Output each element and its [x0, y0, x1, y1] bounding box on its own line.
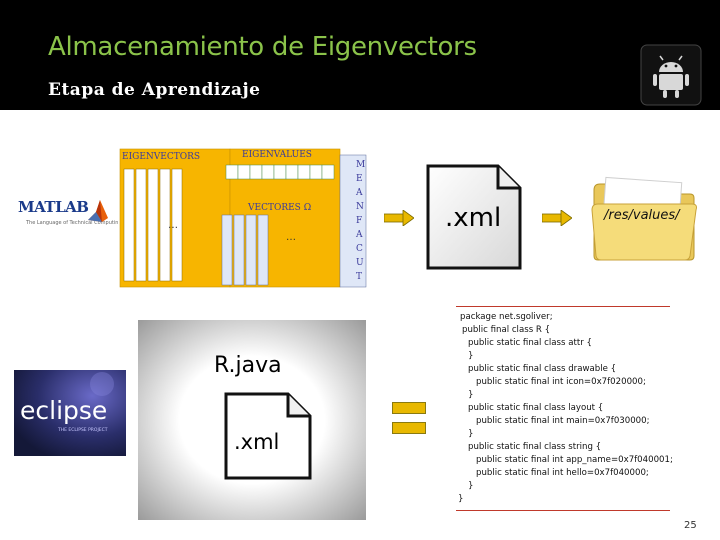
- eigenvectors-label: EIGENVECTORS: [122, 152, 201, 162]
- side-letter: N: [356, 202, 364, 212]
- matlab-logo-text: MATLAB: [18, 198, 89, 216]
- equals-bar-top: [392, 402, 426, 414]
- code-line: package net.sgoliver;: [460, 312, 553, 322]
- vectores-label: VECTORES Ω: [248, 203, 312, 213]
- side-letter: C: [356, 244, 363, 254]
- code-line: }: [458, 494, 464, 504]
- xml-document-icon: [224, 392, 312, 480]
- code-line: public static final class attr {: [468, 338, 592, 348]
- code-line: public static final int main=0x7f030000;: [476, 416, 650, 426]
- xml-document-icon: [426, 164, 522, 270]
- vectores-ellipsis: …: [286, 232, 296, 243]
- rjava-title: R.java: [214, 353, 282, 378]
- code-line: }: [468, 429, 474, 439]
- right-arrow-icon: [384, 210, 414, 226]
- matlab-logo: MATLAB The Language of Technical Computi…: [18, 196, 122, 236]
- side-letter: A: [356, 230, 363, 240]
- slide-subtitle: Etapa de Aprendizaje: [48, 80, 261, 100]
- matlab-tagline: The Language of Technical Computing: [26, 220, 122, 226]
- code-line: public final class R {: [462, 325, 551, 335]
- side-letter: U: [356, 258, 364, 268]
- side-letter: A: [356, 188, 363, 198]
- folder-icon: [591, 176, 697, 261]
- side-letter: M: [356, 160, 366, 170]
- folder-label: /res/values/: [604, 208, 680, 223]
- code-line: public static final int app_name=0x7f040…: [476, 455, 673, 465]
- rjava-xml-label: .xml: [234, 430, 280, 454]
- page-number: 25: [684, 520, 697, 531]
- code-line: }: [468, 390, 474, 400]
- eigenvalues-row: [225, 164, 335, 180]
- eclipse-background-icon: [14, 370, 126, 456]
- eclipse-logo: eclipse THE ECLIPSE PROJECT: [14, 370, 126, 456]
- side-letter: T: [356, 272, 363, 282]
- code-block: package net.sgoliver; public final class…: [456, 312, 686, 520]
- slide-header: [0, 0, 720, 110]
- side-letter: E: [356, 174, 363, 184]
- side-strip: [339, 154, 367, 288]
- code-line: }: [468, 481, 474, 491]
- code-line: public static final int icon=0x7f020000;: [476, 377, 646, 387]
- code-line: public static final class drawable {: [468, 364, 617, 374]
- matrix-diagram: [118, 145, 368, 290]
- right-arrow-icon: [542, 210, 572, 226]
- eigenvectors-ellipsis: …: [168, 220, 178, 231]
- android-icon: [640, 44, 702, 106]
- code-top-divider: [456, 306, 670, 307]
- slide-title: Almacenamiento de Eigenvectors: [48, 32, 477, 62]
- side-letter: F: [356, 216, 363, 226]
- equals-bar-bottom: [392, 422, 426, 434]
- code-line: public static final class layout {: [468, 403, 604, 413]
- eclipse-tagline: THE ECLIPSE PROJECT: [58, 428, 108, 433]
- code-line: }: [468, 351, 474, 361]
- eigenvectors-columns: [123, 168, 183, 282]
- code-bottom-divider: [456, 510, 670, 511]
- code-line: public static final class string {: [468, 442, 602, 452]
- matlab-membrane-icon: [88, 200, 108, 222]
- eclipse-logo-text: eclipse: [20, 396, 108, 425]
- eigenvalues-label: EIGENVALUES: [242, 150, 312, 160]
- vectores-columns: [221, 214, 269, 286]
- xml-label: .xml: [445, 203, 502, 233]
- code-line: public static final int hello=0x7f040000…: [476, 468, 649, 478]
